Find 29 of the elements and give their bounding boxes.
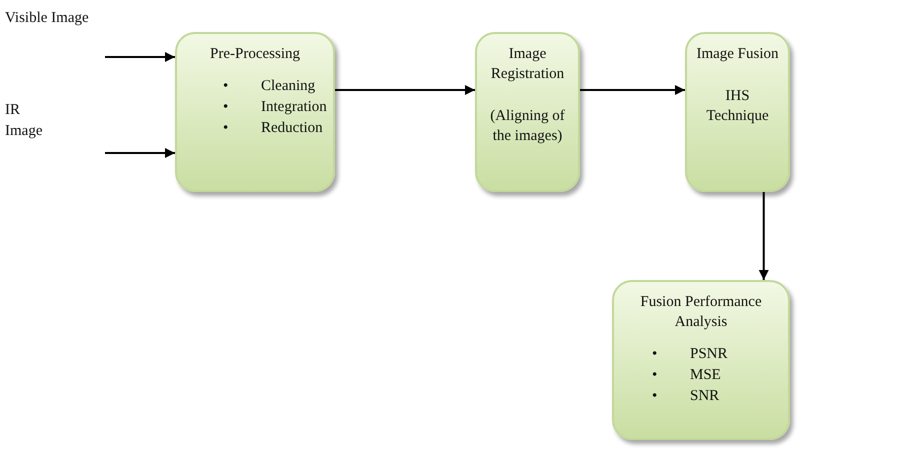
box-description: IHS Technique [705,87,770,126]
box-title: Image Registration [490,45,566,84]
bullet-item: SNR [690,387,720,406]
arrow [580,85,685,95]
process-box [475,32,580,192]
arrow [105,52,175,62]
arrow [105,148,175,158]
box-title: Image Fusion [695,45,780,64]
bullet-marker: • [652,366,658,385]
bullet-item: MSE [690,366,722,385]
process-box [612,280,790,440]
bullet-marker: • [223,77,230,96]
bullet-marker: • [652,387,658,406]
bullet-item: Cleaning [261,77,316,96]
bullet-item: PSNR [690,345,728,364]
input-label: IR Image [5,101,44,141]
box-description: (Aligning of the images) [489,107,566,146]
bullet-item: Integration [261,98,327,117]
box-title: Pre-Processing [209,45,301,64]
process-box [685,32,790,192]
bullet-item: Reduction [261,119,324,138]
arrow [335,85,475,95]
box-title: Fusion Performance Analysis [639,293,763,332]
process-box [175,32,335,192]
bullet-marker: • [223,119,230,138]
bullet-marker: • [223,98,230,117]
input-label: Visible Image [5,9,90,28]
arrow [758,192,769,280]
bullet-marker: • [652,345,658,364]
